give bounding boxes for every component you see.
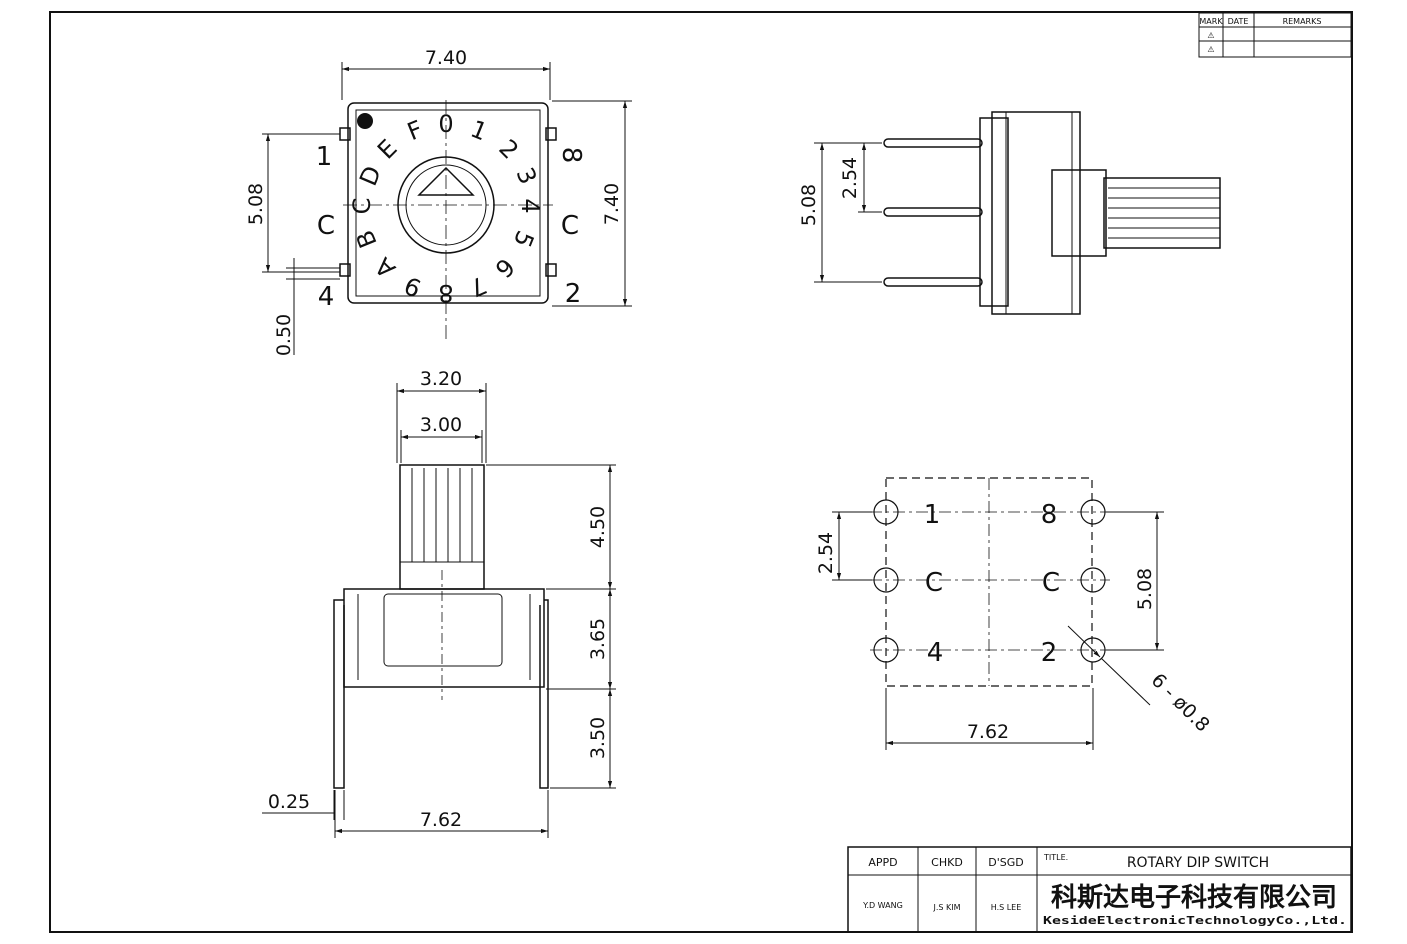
body-height-dim: 3.65 — [587, 618, 609, 660]
dial-label: 6 — [489, 252, 520, 283]
chkd-label: CHKD — [931, 856, 963, 869]
revision-header-date: DATE — [1228, 17, 1249, 26]
front-pin-left — [333, 599, 345, 789]
top-view-dimensions — [262, 62, 632, 355]
footprint-hole — [1080, 567, 1106, 593]
front-body — [343, 588, 545, 688]
company-name-cn: 科斯达电子科技有限公司 — [1051, 883, 1337, 913]
dial-label: F — [403, 115, 426, 146]
top-pin-label-c-left: C — [317, 211, 335, 241]
top-pin-label-c-right: C — [561, 211, 579, 241]
dial-label: B — [351, 226, 383, 252]
pin1-marker-dot — [357, 113, 373, 129]
company-name-en: KesideElectronicTechnologyCo.,Ltd. — [1043, 914, 1347, 927]
fp-pitch-dim: 2.54 — [815, 532, 837, 574]
dial-label: 0 — [438, 110, 453, 138]
sheet-border — [49, 11, 1353, 933]
revision-header-mark: MARK — [1199, 17, 1223, 26]
footprint-dimensions — [832, 511, 1164, 750]
dial-label: A — [369, 252, 401, 284]
footprint-hole — [873, 637, 899, 663]
revision-block — [1198, 12, 1352, 58]
appd-name: Y.D WANG — [862, 901, 903, 910]
shaft-height-dim: 4.50 — [587, 506, 609, 548]
dial-label: 2 — [493, 134, 524, 165]
dial-label: 4 — [516, 198, 544, 213]
revision-mark-2: ⚠ — [1207, 45, 1214, 54]
dial-label: 7 — [466, 270, 491, 302]
shaft-inner-dim: 3.00 — [420, 414, 462, 436]
dial-label: E — [372, 134, 403, 165]
fp-span-dim: 5.08 — [1134, 568, 1156, 610]
fp-pin-label-c-left: C — [925, 568, 943, 598]
front-view — [333, 464, 549, 789]
side-pin — [883, 138, 983, 148]
top-pin-label-4: 4 — [318, 282, 335, 312]
footprint-hole — [1080, 637, 1106, 663]
footprint — [870, 477, 1110, 687]
top-view — [339, 100, 557, 340]
dial-label: D — [354, 162, 387, 190]
top-pin-width-dim: 0.50 — [273, 314, 295, 356]
side-body-frame — [991, 111, 1081, 315]
fp-hole-callout: 6 - ø0.8 — [1147, 669, 1214, 736]
appd-label: APPD — [868, 856, 897, 869]
fp-pin-label-c-right: C — [1042, 568, 1060, 598]
top-pin-label-1: 1 — [316, 142, 333, 172]
side-view — [883, 111, 1221, 315]
top-pin-label-2: 2 — [565, 279, 582, 309]
side-pitch-dim: 2.54 — [839, 157, 861, 199]
dial-label: 5 — [508, 227, 540, 252]
revision-mark-1: ⚠ — [1207, 31, 1214, 40]
top-view-body — [347, 102, 549, 304]
top-pin-pitch-dim: 5.08 — [245, 183, 267, 225]
dsgd-label: D'SGD — [988, 856, 1023, 869]
footprint-hole — [1080, 499, 1106, 525]
fp-pin-label-8: 8 — [1041, 500, 1058, 530]
side-shaft-base — [1051, 169, 1107, 257]
dial-label: 8 — [438, 279, 453, 307]
side-view-dimensions — [814, 142, 882, 283]
front-view-dimensions — [262, 383, 616, 838]
side-shaft — [1103, 177, 1221, 249]
pin-length-dim: 3.50 — [587, 717, 609, 759]
footprint-hole — [873, 499, 899, 525]
footprint-hole — [873, 567, 899, 593]
top-pin-tab — [545, 127, 557, 141]
side-span-dim: 5.08 — [798, 184, 820, 226]
title-label: TITLE. — [1043, 853, 1068, 862]
shaft-outer-dim: 3.20 — [420, 368, 462, 390]
top-pin-label-8: 8 — [556, 147, 586, 164]
fp-pin-label-4: 4 — [927, 638, 944, 668]
top-height-dim: 7.40 — [601, 183, 623, 225]
drawing-title: ROTARY DIP SWITCH — [1127, 855, 1269, 871]
revision-header-remarks: REMARKS — [1283, 17, 1322, 26]
fp-pin-label-1: 1 — [924, 500, 941, 530]
title-block — [847, 846, 1352, 933]
front-span-dim: 7.62 — [420, 809, 462, 831]
side-pin — [883, 207, 983, 217]
chkd-name: J.S KIM — [932, 903, 960, 912]
side-pin — [883, 277, 983, 287]
top-pin-tab — [339, 263, 351, 277]
top-width-dim: 7.40 — [425, 47, 467, 69]
dial-label: 3 — [510, 163, 542, 188]
pin-thickness-dim: 0.25 — [268, 791, 310, 813]
dial-label: 1 — [467, 115, 492, 147]
dial-label: 9 — [400, 270, 425, 302]
front-pin-right — [539, 599, 549, 789]
dial-label: C — [348, 198, 376, 215]
fp-pin-label-2: 2 — [1041, 638, 1058, 668]
fp-width-dim: 7.62 — [967, 721, 1009, 743]
dsgd-name: H.S LEE — [991, 903, 1022, 912]
top-pin-tab — [545, 263, 557, 277]
